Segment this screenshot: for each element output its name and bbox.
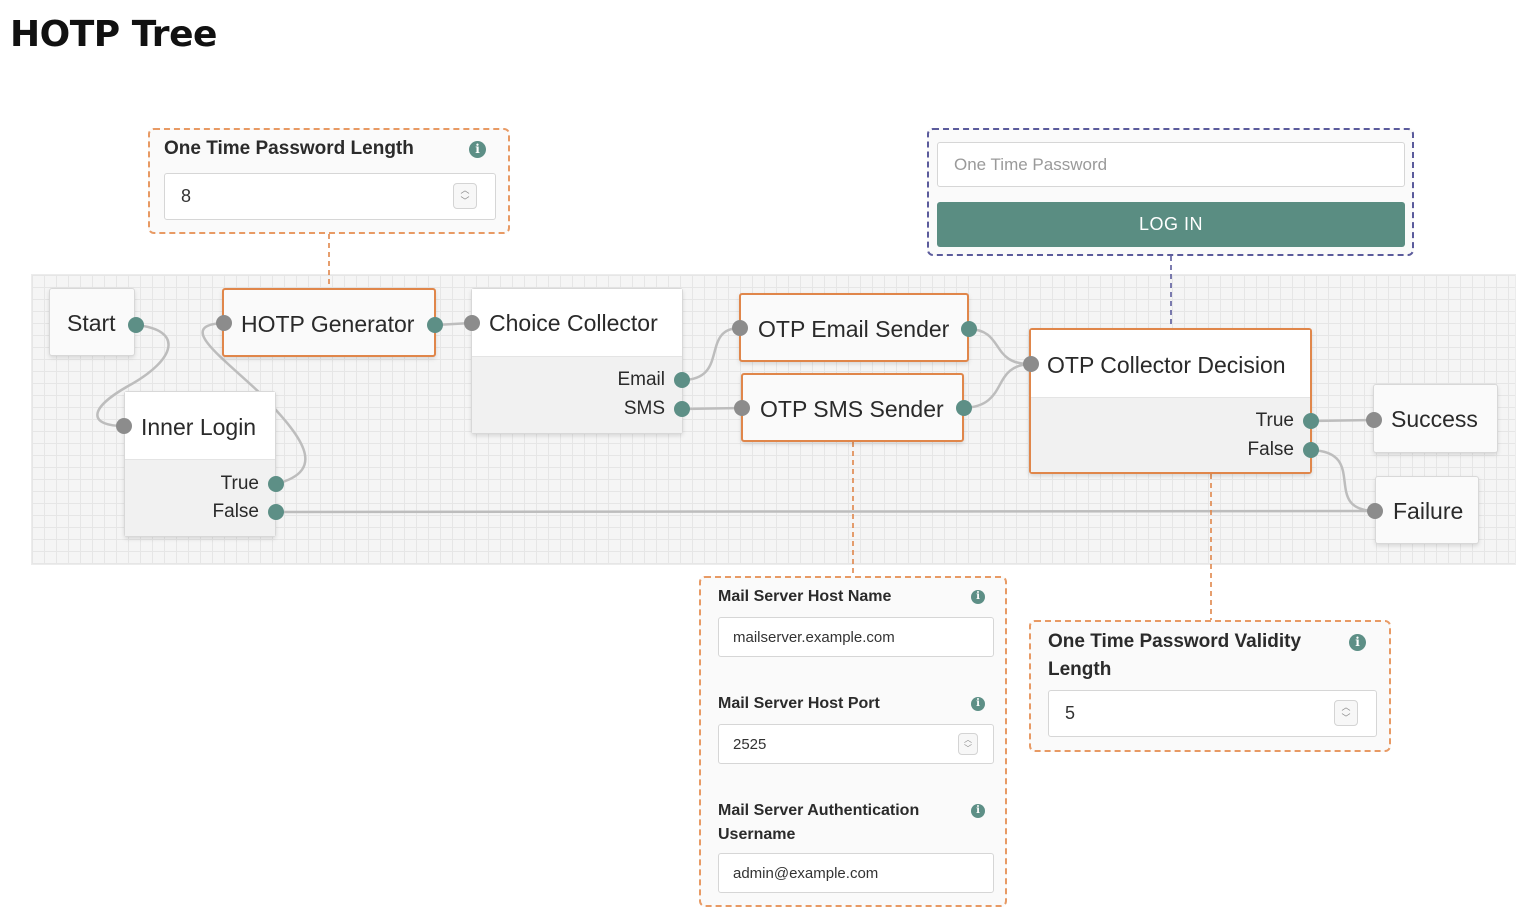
inner-login-body <box>125 460 275 536</box>
otp-email-sender-input-port[interactable] <box>732 320 748 336</box>
otp-collector-decision-node[interactable]: OTP Collector Decision <box>1029 328 1312 474</box>
otp-sms-sender-node[interactable]: OTP SMS Sender <box>741 373 964 442</box>
chevron-up-icon[interactable]: ︿ <box>1341 702 1351 712</box>
otp-validity-panel: One Time Password Validity Length i 5 ︿ … <box>1029 620 1391 752</box>
chevron-up-icon[interactable]: ︿ <box>964 735 972 744</box>
otp-validity-stepper[interactable]: ︿ ﹀ <box>1334 700 1358 726</box>
inner-login-false-output-port[interactable] <box>268 504 284 520</box>
inner-login-node[interactable]: Inner Login <box>124 391 276 537</box>
failure-node[interactable]: Failure <box>1375 476 1479 544</box>
info-icon[interactable]: i <box>469 141 486 158</box>
inner-login-input-port[interactable] <box>116 418 132 434</box>
otp-sms-sender-input-port[interactable] <box>734 400 750 416</box>
choice-collector-body <box>472 357 682 433</box>
one-time-password-input[interactable]: One Time Password <box>937 142 1405 187</box>
otp-collector-decision-title: OTP Collector Decision <box>1031 330 1310 398</box>
mail-server-host-name-label: Mail Server Host Name <box>718 588 892 605</box>
failure-input-port[interactable] <box>1367 503 1383 519</box>
chevron-down-icon[interactable]: ﹀ <box>964 744 972 753</box>
otp-length-panel: One Time Password Length i 8 ︿ ﹀ <box>148 128 510 234</box>
success-input-port[interactable] <box>1366 412 1382 428</box>
choice-collector-input-port[interactable] <box>464 315 480 331</box>
chevron-down-icon[interactable]: ﹀ <box>460 196 470 206</box>
decision-false-output-port[interactable] <box>1303 442 1319 458</box>
inner-login-outcome-false: False <box>212 501 259 522</box>
otp-collector-decision-body <box>1031 398 1310 472</box>
hotp-generator-node[interactable]: HOTP Generator <box>222 288 436 357</box>
outcome-label-email: Email <box>617 369 665 390</box>
otp-validity-input[interactable]: 5 <box>1048 690 1377 737</box>
decision-true-output-port[interactable] <box>1303 413 1319 429</box>
otp-length-stepper[interactable]: ︿ ﹀ <box>453 183 477 209</box>
info-icon[interactable]: i <box>1349 634 1366 651</box>
outcome-label-sms: SMS <box>623 398 665 419</box>
mail-server-host-port-stepper[interactable]: ︿ ﹀ <box>958 733 978 755</box>
sms-output-port[interactable] <box>674 401 690 417</box>
success-node[interactable]: Success <box>1373 384 1498 453</box>
choice-collector-node[interactable]: Choice Collector <box>471 288 683 434</box>
hotp-generator-input-port[interactable] <box>216 315 232 331</box>
mail-server-auth-username-input[interactable]: admin@example.com <box>718 853 994 893</box>
start-output-port[interactable] <box>128 317 144 333</box>
failure-node-title: Failure <box>1393 498 1464 524</box>
mail-server-panel: Mail Server Host Name i mailserver.examp… <box>699 576 1007 907</box>
mail-server-auth-username-label: Mail Server Authentication Username <box>718 799 919 847</box>
otp-collector-decision-input-port[interactable] <box>1023 356 1039 372</box>
mail-server-host-name-input[interactable]: mailserver.example.com <box>718 617 994 657</box>
otp-email-sender-title: OTP Email Sender <box>758 316 950 342</box>
otp-sms-sender-title: OTP SMS Sender <box>760 396 944 422</box>
mail-server-auth-username-label-line2: Username <box>718 826 796 843</box>
otp-validity-label-line1: One Time Password Validity <box>1048 631 1302 652</box>
chevron-up-icon[interactable]: ︿ <box>460 185 470 195</box>
otp-validity-label: One Time Password Validity Length <box>1048 628 1301 684</box>
otp-email-sender-node[interactable]: OTP Email Sender <box>739 293 969 362</box>
start-node[interactable]: Start <box>49 288 135 356</box>
choice-collector-title: Choice Collector <box>472 289 682 357</box>
chevron-down-icon[interactable]: ﹀ <box>1341 713 1351 723</box>
otp-email-sender-output-port[interactable] <box>961 321 977 337</box>
info-icon[interactable]: i <box>971 804 985 818</box>
otp-length-input[interactable]: 8 <box>164 173 496 220</box>
mail-server-host-port-input[interactable]: 2525 <box>718 724 994 764</box>
outcome-label-false: False <box>1247 439 1294 460</box>
start-node-title: Start <box>67 310 116 336</box>
mail-server-host-port-label: Mail Server Host Port <box>718 695 880 712</box>
inner-login-title: Inner Login <box>125 392 275 460</box>
info-icon[interactable]: i <box>971 697 985 711</box>
email-output-port[interactable] <box>674 372 690 388</box>
hotp-generator-output-port[interactable] <box>427 317 443 333</box>
page-title: HOTP Tree <box>10 14 217 55</box>
login-page-panel: One Time Password LOG IN <box>927 128 1414 256</box>
log-in-button[interactable]: LOG IN <box>937 202 1405 247</box>
mail-server-auth-username-label-line1: Mail Server Authentication <box>718 802 920 819</box>
hotp-generator-title: HOTP Generator <box>241 311 415 337</box>
inner-login-true-output-port[interactable] <box>268 476 284 492</box>
success-node-title: Success <box>1391 406 1478 432</box>
otp-length-label: One Time Password Length <box>164 138 414 159</box>
info-icon[interactable]: i <box>971 590 985 604</box>
otp-validity-label-line2: Length <box>1048 659 1112 680</box>
otp-sms-sender-output-port[interactable] <box>956 400 972 416</box>
outcome-label-true: True <box>1255 410 1294 431</box>
inner-login-outcome-true: True <box>220 473 259 494</box>
